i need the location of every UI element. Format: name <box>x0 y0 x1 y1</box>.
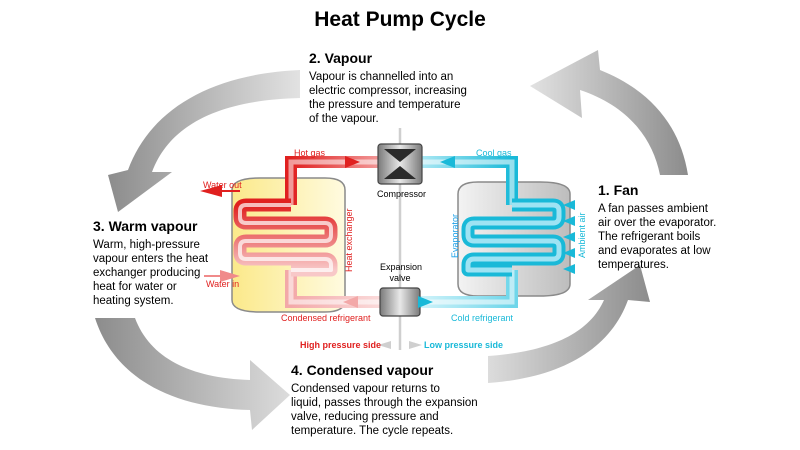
cool-gas-label: Cool gas <box>476 148 512 158</box>
step-warm-line: Warm, high-pressure <box>93 239 200 251</box>
low-pressure-arrow <box>409 341 422 349</box>
step-vapour-line: electric compressor, increasing <box>309 85 467 97</box>
step-condensed-line: Condensed vapour returns to <box>291 383 440 395</box>
heat-exchanger-coil <box>233 198 338 277</box>
step-warm-title: 3. Warm vapour <box>93 218 198 234</box>
step-vapour-line: of the vapour. <box>309 113 379 125</box>
cold-refrigerant-label: Cold refrigerant <box>451 313 514 323</box>
cold-flow-arrow <box>418 296 433 308</box>
low-pressure-side-label: Low pressure side <box>424 340 504 350</box>
step-vapour-line: Vapour is channelled into an <box>309 71 454 83</box>
step-fan-title: 1. Fan <box>598 182 639 198</box>
step-fan-line: temperatures. <box>598 259 669 271</box>
step-condensed-line: valve, reducing pressure and <box>291 411 439 423</box>
step-fan-line: air over the evaporator. <box>598 217 717 229</box>
hot-gas-flow-arrow <box>345 156 360 168</box>
step-vapour-title: 2. Vapour <box>309 50 373 66</box>
compressor-label: Compressor <box>377 189 427 199</box>
step-fan-line: and evaporates at low <box>598 245 711 257</box>
expansion-valve-label-line: valve <box>389 273 411 283</box>
expansion-valve <box>379 287 421 317</box>
water-in-label: Water in <box>206 279 240 289</box>
step-vapour-body: Vapour is channelled into an electric co… <box>309 70 467 126</box>
step-fan-line: The refrigerant boils <box>598 231 701 243</box>
cycle-arrow-bottom-right <box>488 265 650 383</box>
step-vapour-line: the pressure and temperature <box>309 99 461 111</box>
water-in-arrow <box>220 270 240 282</box>
step-condensed-line: temperature. The cycle repeats. <box>291 425 454 437</box>
cool-gas-flow-arrow <box>440 156 455 168</box>
step-warm-line: vapour enters the heat <box>93 253 209 265</box>
heat-exchanger-label: Heat exchanger <box>344 208 354 272</box>
cycle-arrow-top-right <box>530 50 688 175</box>
ambient-air-arrows <box>563 200 575 274</box>
step-condensed-body: Condensed vapour returns to liquid, pass… <box>291 382 478 438</box>
page-title: Heat Pump Cycle <box>314 8 486 31</box>
step-condensed-title: 4. Condensed vapour <box>291 362 434 378</box>
cycle-arrow-top-left <box>108 70 300 212</box>
hot-gas-label: Hot gas <box>294 148 326 158</box>
ambient-air-label: Ambient air <box>577 212 587 258</box>
step-warm-body: Warm, high-pressure vapour enters the he… <box>93 238 208 308</box>
step-warm-line: heating system. <box>93 295 174 307</box>
step-fan-line: A fan passes ambient <box>598 203 708 215</box>
evaporator-coil <box>461 198 566 277</box>
expansion-valve-label-line: Expansion <box>380 262 423 272</box>
condensed-flow-arrow <box>343 296 358 308</box>
step-warm-line: exchanger producing <box>93 267 201 279</box>
step-fan-body: A fan passes ambient air over the evapor… <box>598 202 716 272</box>
high-pressure-arrow <box>378 341 391 349</box>
expansion-valve-label: Expansion valve <box>380 262 423 284</box>
evaporator-label: Evaporator <box>450 213 460 258</box>
step-warm-line: heat for water or <box>93 281 177 293</box>
compressor <box>377 143 423 185</box>
step-condensed-line: liquid, passes through the expansion <box>291 397 478 409</box>
high-pressure-side-label: High pressure side <box>300 340 382 350</box>
condensed-refrigerant-label: Condensed refrigerant <box>281 313 371 323</box>
water-out-label: Water out <box>203 180 242 190</box>
cycle-arrow-bottom-left <box>95 318 290 430</box>
water-out-arrow <box>200 185 222 197</box>
